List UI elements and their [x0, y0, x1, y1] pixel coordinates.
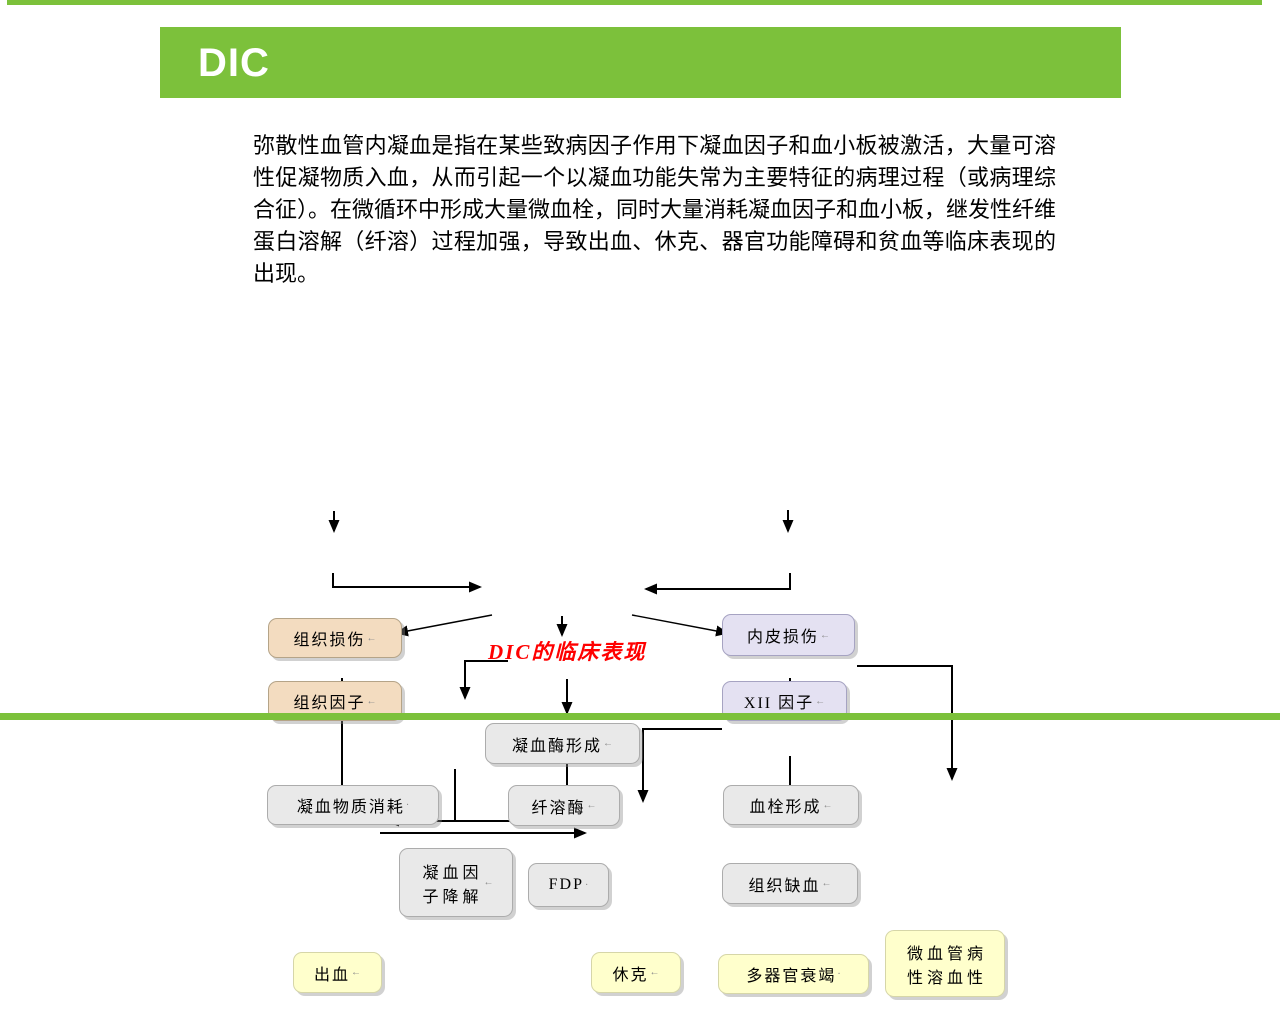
edge-plasmin-to-degradation — [459, 660, 508, 700]
flowchart-node-plasmin: 纤溶酶 ← — [508, 785, 620, 826]
node-label: 休克 — [612, 966, 649, 984]
anchor-dot-icon: · — [405, 799, 410, 811]
slide-title: DIC — [198, 40, 270, 85]
anchor-arrow-icon: ← — [603, 738, 613, 749]
anchor-arrow-icon: ← — [821, 878, 832, 889]
slide-header: DIC — [160, 27, 1121, 98]
node-label: FDP — [548, 876, 584, 893]
dic-flowchart: DIC的临床表现 组织损伤 ← 组织因子 ← 内皮损伤 ← XII 因子 ← 凝… — [0, 300, 1280, 997]
anchor-dot-icon: · — [837, 968, 841, 980]
node-label: 凝血因 子降解 — [422, 864, 483, 906]
anchor-arrow-icon: ← — [351, 967, 361, 978]
anchor-arrow-icon: ← — [820, 629, 830, 641]
node-label: 微血管病 性溶血性 — [906, 945, 987, 987]
node-label: 凝血酶形成 — [511, 737, 602, 755]
edge-thrombin-to-thrombus — [631, 614, 729, 637]
anchor-arrow-icon: ← — [366, 632, 377, 644]
node-label: 组织损伤 — [293, 632, 366, 649]
flowchart-node-tissue-ischemia: 组织缺血 ← — [722, 863, 858, 904]
anchor-arrow-icon: ← — [815, 695, 826, 707]
anchor-arrow-icon: ← — [586, 800, 597, 811]
anchor-arrow-icon: ← — [649, 967, 660, 978]
anchor-arrow-icon: ← — [483, 877, 494, 888]
anchor-arrow-icon: ← — [366, 695, 377, 707]
flowchart-node-endothelial-injury: 内皮损伤 ← — [722, 614, 855, 656]
node-label: 血栓形成 — [749, 799, 822, 816]
flowchart-node-coagulation-factor-degradation: 凝血因 子降解 ← — [399, 848, 513, 917]
flowchart-node-multi-organ-failure: 多器官衰竭 · — [718, 954, 869, 994]
flowchart-node-thrombus-formation: 血栓形成 ← — [723, 785, 859, 825]
node-label: 内皮损伤 — [746, 629, 819, 646]
anchor-dot-icon: · — [585, 879, 589, 891]
edge-factor-xii-to-thrombin — [644, 573, 791, 595]
flowchart-node-bleeding: 出血 ← — [293, 952, 382, 993]
node-label: 出血 — [313, 966, 350, 984]
flowchart-node-microangiopathic-hemolysis: 微血管病 性溶血性 — [885, 930, 1005, 997]
definition-paragraph: 弥散性血管内凝血是指在某些致病因子作用下凝血因子和血小板被激活，大量可溶性促凝物… — [253, 133, 1057, 286]
edge-tissue-factor-to-thrombin — [332, 573, 482, 593]
top-accent-strip — [7, 0, 1262, 5]
node-label: 组织缺血 — [748, 877, 821, 895]
edge-thrombus-to-microangiopathic — [857, 665, 958, 781]
flowchart-node-shock: 休克 ← — [591, 952, 681, 993]
node-label: XII 因子 — [743, 695, 815, 712]
flowchart-node-fdp: FDP · — [528, 863, 609, 907]
node-label: 多器官衰竭 — [746, 968, 837, 985]
node-label: 纤溶酶 — [531, 799, 586, 817]
node-label: 组织因子 — [293, 695, 366, 712]
edge-thrombin-to-coagulant-consumption — [395, 614, 493, 637]
bottom-accent-bar — [0, 713, 1280, 720]
flowchart-node-coagulant-consumption: 凝血物质消耗 · — [267, 785, 439, 825]
node-label: 凝血物质消耗 — [296, 799, 405, 816]
flowchart-node-tissue-damage: 组织损伤 ← — [268, 618, 402, 658]
flowchart-node-thrombin-formation: 凝血酶形成 ← — [485, 723, 640, 764]
edge-ischemia-to-shock — [637, 728, 722, 803]
flowchart-title: DIC的临床表现 — [488, 640, 647, 664]
anchor-arrow-icon: ← — [822, 799, 833, 811]
